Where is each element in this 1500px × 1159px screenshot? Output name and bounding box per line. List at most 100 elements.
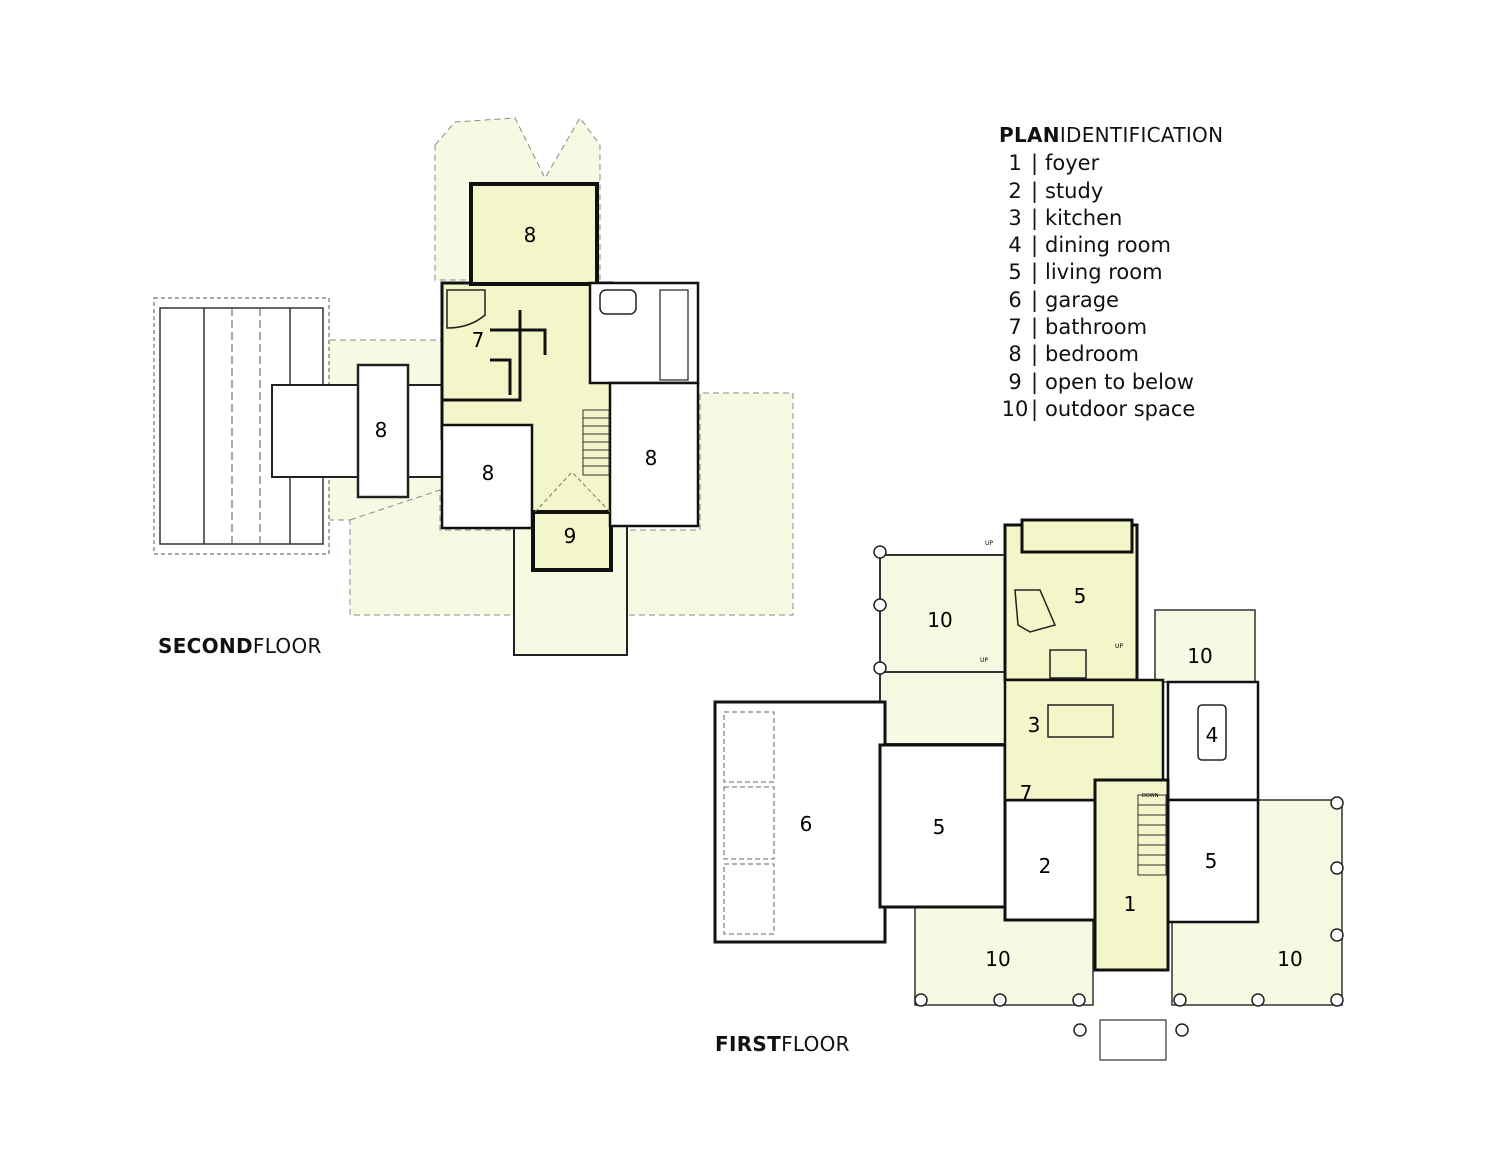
piano-icon	[1014, 589, 1057, 633]
room-label: 10	[985, 947, 1010, 971]
legend-item: 1 |foyer	[999, 150, 1223, 177]
garage	[713, 700, 887, 944]
legend-item-separator: |	[1031, 260, 1039, 285]
open-to-below	[531, 510, 613, 572]
first-floor-title-bold: FIRST	[715, 1032, 782, 1056]
room-label: 8	[375, 418, 388, 442]
dining-table-icon	[1197, 704, 1227, 761]
room-label: 4	[1206, 723, 1219, 747]
bay-window	[1020, 518, 1134, 554]
room-label: 2	[1039, 854, 1052, 878]
shower-icon	[659, 289, 689, 381]
screened-porch	[879, 554, 1006, 686]
legend-item-number: 10	[1001, 396, 1029, 421]
second-floor-title-bold: SECOND	[158, 634, 253, 658]
room-label: 10	[927, 608, 952, 632]
bath-suite	[588, 281, 700, 385]
legend-item-separator: |	[1031, 396, 1039, 421]
legend-item: 7 |bathroom	[999, 314, 1223, 341]
legend-title-bold: PLAN	[999, 123, 1060, 147]
legend-item: 3 |kitchen	[999, 205, 1223, 232]
room-label: 1	[1124, 892, 1137, 916]
room-label: 6	[800, 812, 813, 836]
first-floor-title: FIRSTFLOOR	[715, 1032, 850, 1056]
room-label: 5	[1205, 849, 1218, 873]
legend-item-label: garage	[1045, 287, 1119, 312]
legend-item-label: dining room	[1045, 233, 1171, 258]
legend-title-rest: IDENTIFICATION	[1059, 123, 1224, 147]
legend-item-separator: |	[1031, 151, 1039, 176]
stair-icon	[1137, 794, 1167, 876]
legend-item-separator: |	[1031, 287, 1039, 312]
living-room-east	[1166, 798, 1260, 924]
stair-label: UP	[1115, 643, 1123, 650]
legend-item-label: kitchen	[1045, 205, 1123, 230]
legend-item: 5 |living room	[999, 259, 1223, 286]
side-porch-east	[1154, 609, 1256, 683]
corner-tub-icon	[446, 289, 486, 329]
bathroom-walls	[442, 310, 547, 402]
room-label: 7	[1020, 781, 1033, 805]
legend-item-number: 5	[1008, 260, 1022, 285]
stair-label: UP	[980, 657, 988, 664]
bedroom-north	[469, 182, 599, 286]
room-label: 5	[1074, 584, 1087, 608]
second-floor-title-rest: FLOOR	[252, 634, 322, 658]
second-floor-title: SECONDFLOOR	[158, 634, 322, 658]
bathtub-icon	[599, 289, 637, 315]
breezeway	[879, 671, 1006, 745]
first-floor-plan: UP UP UP DOWN 10 5 10 3 4 6 5 7 2 5 1 10…	[713, 518, 1344, 1061]
second-floor-plan: 8 7 8 8 8 9	[153, 117, 794, 656]
legend-item-number: 3	[1008, 205, 1022, 230]
legend-item-number: 9	[1008, 369, 1022, 394]
room-label: 9	[564, 524, 577, 548]
room-label: 3	[1028, 713, 1041, 737]
room-label: 5	[933, 815, 946, 839]
legend-item-label: outdoor space	[1045, 396, 1196, 421]
room-label: 8	[645, 446, 658, 470]
legend-item-number: 2	[1008, 178, 1022, 203]
legend-item-label: bedroom	[1045, 342, 1139, 367]
legend-item: 8 |bedroom	[999, 341, 1223, 368]
room-label: 8	[524, 223, 537, 247]
legend-item-separator: |	[1031, 315, 1039, 340]
room-label: 7	[472, 328, 485, 352]
room-label: 10	[1277, 947, 1302, 971]
bedroom-east	[608, 381, 700, 528]
second-floor-hall	[532, 380, 612, 530]
stair-icon	[582, 409, 610, 476]
legend-item-label: foyer	[1045, 151, 1100, 176]
room-label: 10	[1187, 644, 1212, 668]
legend-item-label: living room	[1045, 260, 1163, 285]
stair-label: UP	[985, 540, 993, 547]
legend-title: PLANIDENTIFICATION	[999, 122, 1223, 149]
legend-item: 10|outdoor space	[999, 396, 1223, 423]
bedroom-center	[440, 423, 534, 530]
legend-item-separator: |	[1031, 178, 1039, 203]
legend-item-label: study	[1045, 178, 1104, 203]
legend-item-number: 1	[1008, 151, 1022, 176]
legend-item-separator: |	[1031, 205, 1039, 230]
legend-item-separator: |	[1031, 369, 1039, 394]
legend-item: 9|open to below	[999, 369, 1223, 396]
legend-item: 4 |dining room	[999, 232, 1223, 259]
legend-item: 6 |garage	[999, 287, 1223, 314]
room-label: 8	[482, 461, 495, 485]
stair-label: DOWN	[1142, 793, 1159, 799]
legend-item-number: 4	[1008, 233, 1022, 258]
bedroom-west	[356, 363, 410, 499]
legend-item: 2 |study	[999, 178, 1223, 205]
legend-item-separator: |	[1031, 233, 1039, 258]
living-room-west	[878, 743, 1007, 909]
legend-item-number: 6	[1008, 287, 1022, 312]
legend-item-label: bathroom	[1045, 315, 1148, 340]
entry-steps	[1099, 1019, 1167, 1061]
legend-item-number: 7	[1008, 315, 1022, 340]
kitchen-island-icon	[1047, 704, 1114, 738]
dining-room	[1166, 680, 1260, 802]
legend-item-separator: |	[1031, 342, 1039, 367]
legend-item-number: 8	[1008, 342, 1022, 367]
